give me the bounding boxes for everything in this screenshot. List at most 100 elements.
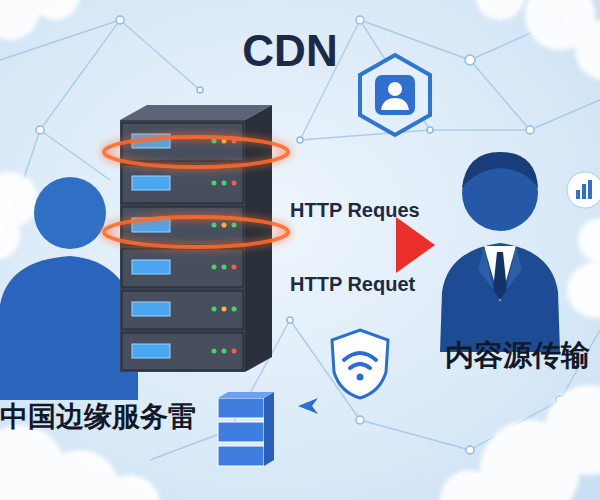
cloud	[100, 475, 160, 500]
user-badge	[381, 98, 409, 110]
request-label: HTTP Requet	[290, 273, 415, 296]
server-rack	[245, 105, 272, 372]
server-rack	[104, 105, 288, 372]
network-point	[197, 87, 203, 93]
network-point	[526, 126, 534, 134]
network-point	[356, 416, 364, 424]
chart-icon	[567, 172, 600, 208]
status-led	[212, 307, 217, 312]
network-mesh	[40, 20, 120, 130]
user-badge	[375, 75, 415, 115]
small-server-icon	[218, 392, 274, 466]
glow-ring	[104, 137, 288, 167]
node-label: 内容源传输	[435, 336, 600, 376]
rack-screen	[132, 260, 170, 274]
user-figure	[34, 177, 106, 249]
cloud	[545, 385, 600, 475]
chart-icon	[576, 190, 580, 199]
wifi-shield	[332, 330, 388, 398]
wifi-shield	[344, 353, 376, 360]
small-server-icon	[218, 398, 264, 418]
node-label: 中国边缘服务雷	[0, 398, 196, 436]
cloud	[475, 0, 525, 20]
status-led	[232, 349, 237, 354]
small-server-icon	[218, 446, 264, 466]
rack-unit	[122, 207, 243, 245]
rack-screen	[132, 302, 170, 316]
origin-person	[462, 152, 538, 188]
user-figure	[0, 256, 138, 400]
network-mesh	[530, 100, 600, 130]
status-led	[222, 307, 227, 312]
network-point	[427, 127, 433, 133]
origin-person	[493, 252, 507, 300]
chart-icon	[567, 172, 600, 208]
rack-unit	[122, 333, 243, 370]
network-mesh	[470, 60, 530, 130]
network-mesh	[360, 420, 470, 450]
status-led	[212, 265, 217, 270]
status-led	[222, 181, 227, 186]
rack-unit	[122, 249, 243, 287]
cloud	[0, 210, 20, 260]
status-led	[222, 265, 227, 270]
cloud	[567, 262, 600, 318]
glow-ring	[104, 217, 288, 247]
status-led	[222, 349, 227, 354]
chart-icon	[582, 184, 586, 199]
user-badge	[388, 82, 402, 96]
network-mesh	[300, 130, 430, 140]
cloud	[575, 20, 600, 80]
small-arrow	[298, 398, 318, 414]
request-arrow	[275, 217, 435, 273]
user-figure	[0, 177, 138, 400]
cloud	[578, 218, 600, 262]
cloud	[30, 0, 80, 20]
rack-unit	[122, 291, 243, 329]
status-led	[212, 349, 217, 354]
network-mesh	[40, 130, 110, 180]
wifi-shield	[350, 364, 370, 368]
origin-person	[440, 243, 560, 352]
rack-screen	[132, 344, 170, 358]
user-badge	[360, 55, 430, 135]
status-led	[232, 265, 237, 270]
status-led	[232, 181, 237, 186]
arrow-head	[396, 217, 435, 273]
wifi-shield	[332, 330, 388, 398]
edge-server-node: 中国边缘服务雷	[0, 100, 275, 440]
rack-screen	[132, 176, 170, 190]
status-led	[232, 223, 237, 228]
cloud	[440, 470, 500, 500]
origin-person	[478, 246, 494, 290]
status-led	[222, 223, 227, 228]
network-point	[297, 137, 303, 143]
small-arrow	[298, 398, 318, 414]
wifi-shield	[357, 374, 364, 381]
network-point	[36, 126, 44, 134]
origin-node: 内容源传输	[435, 140, 600, 380]
diagram-title: CDN	[200, 26, 380, 76]
status-led	[212, 223, 217, 228]
network-point	[116, 16, 124, 24]
glow-ring	[104, 137, 288, 247]
small-server-icon	[218, 422, 264, 442]
status-led	[232, 307, 237, 312]
origin-person	[506, 246, 522, 290]
small-server-icon	[218, 392, 274, 398]
user-badge	[360, 55, 430, 135]
origin-person	[440, 152, 560, 352]
network-point	[465, 55, 475, 65]
network-mesh	[430, 129, 530, 130]
small-server-icon	[264, 392, 274, 466]
arrow-shaft	[275, 233, 395, 257]
network-point	[466, 446, 474, 454]
chart-icon	[588, 180, 592, 199]
network-point	[287, 317, 293, 323]
edge-label: HTTP Reques	[290, 199, 420, 222]
network-point	[356, 16, 364, 24]
